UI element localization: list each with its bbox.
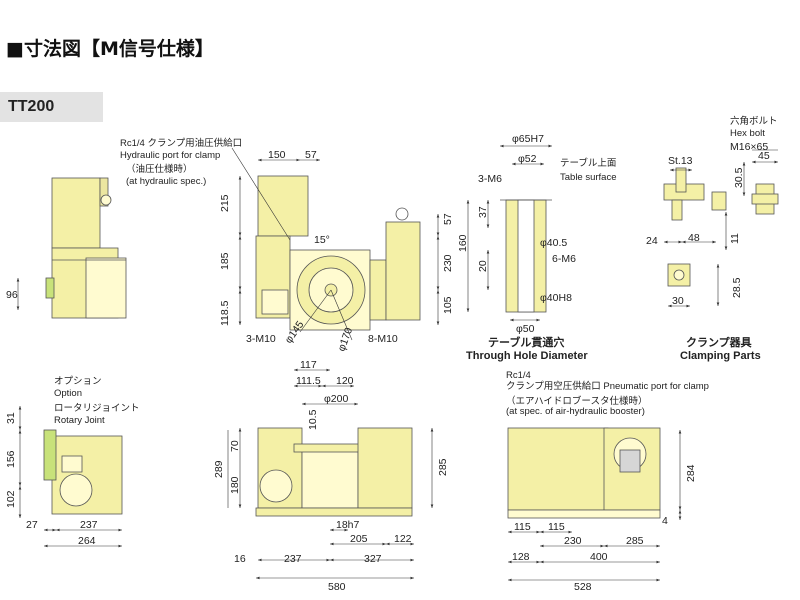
dim-label: 264 [78, 535, 96, 547]
dim-label: 18h7 [336, 519, 360, 531]
dim-label: 128 [512, 551, 530, 563]
dim-label: 285 [437, 458, 449, 476]
dim-label: 45 [758, 150, 770, 162]
dim-label: 150 [268, 149, 286, 161]
callout-text: Hydraulic port for clamp [120, 150, 220, 161]
dim-label: 11 [729, 233, 741, 244]
dim-label: φ40H8 [540, 292, 572, 304]
bottom-right-view [507, 427, 661, 519]
dim-label: 122 [394, 533, 412, 545]
dim-label: 118.5 [219, 300, 231, 326]
front-view-dims [238, 158, 440, 341]
dim-label: 4 [662, 515, 668, 527]
left-side-view [45, 177, 127, 319]
dim-label: 230 [564, 535, 582, 547]
dim-label: 15° [314, 234, 330, 246]
callout-text: Rc1/4 [506, 370, 531, 381]
bottom-right-dims [508, 430, 682, 582]
bottom-left-view [43, 429, 123, 515]
dim-label: 115 [548, 521, 565, 533]
dim-label: 528 [574, 581, 592, 593]
caption-clamping-en: Clamping Parts [680, 350, 761, 362]
bottom-center-view [255, 427, 413, 517]
dim-label: 285 [626, 535, 644, 547]
dim-label: 237 [80, 519, 98, 531]
dim-label: 30.5 [733, 167, 745, 188]
dim-label: 3-M10 [246, 333, 276, 345]
callout-text: テーブル上面 [560, 157, 616, 169]
dim-label: φ200 [324, 393, 348, 405]
dim-label: 156 [5, 450, 17, 468]
dim-label: 327 [364, 553, 382, 565]
dim-label: 24 [646, 235, 658, 247]
callout-text: (at spec. of air-hydraulic booster) [506, 406, 645, 417]
caption-clamping-jp: クランプ器具 [686, 335, 752, 349]
dim-label: 105 [442, 296, 454, 314]
dim-label: 180 [229, 476, 241, 494]
dim-label: 96 [6, 289, 18, 301]
dim-label: 102 [5, 490, 17, 508]
dim-label: 117 [300, 359, 317, 371]
dim-label: 185 [219, 252, 231, 270]
callout-text: （油圧仕様時） [126, 163, 193, 175]
dim-label: 215 [219, 194, 231, 212]
model-label: TT200 [8, 98, 55, 115]
callout-text: Hex bolt [730, 128, 765, 139]
clamping-parts [663, 167, 779, 287]
dim-label: 31 [5, 412, 17, 424]
bottom-center-dims [227, 368, 434, 580]
caption-through-hole-en: Through Hole Diameter [466, 350, 588, 362]
dim-label: 115 [514, 521, 531, 533]
dim-label: 48 [688, 232, 700, 244]
dim-label: 70 [229, 440, 241, 452]
dim-label: 57 [442, 213, 454, 225]
dim-label: 289 [213, 460, 225, 478]
dim-label: 27 [26, 519, 38, 531]
dim-label: 237 [284, 553, 302, 565]
dim-label: 230 [442, 254, 454, 272]
dim-label: M16×65 [730, 141, 768, 153]
caption-through-hole-jp: テーブル貫通穴 [488, 335, 564, 349]
dim-label: 37 [477, 206, 489, 218]
dim-label: St.13 [668, 155, 693, 167]
dim-label: 6-M6 [552, 253, 576, 265]
dim-label: 16 [234, 553, 246, 565]
clamping-dims [664, 149, 778, 308]
through-hole-view [500, 199, 552, 313]
bottom-left-dims [18, 406, 122, 548]
callout-text: クランプ用空圧供給口 Pneumatic port for clamp [506, 380, 709, 392]
leader-line [231, 147, 291, 241]
dim-label: 8-M10 [368, 333, 398, 345]
callout-text: Table surface [560, 172, 617, 183]
dim-label: 10.5 [307, 409, 319, 430]
dim-label: 160 [457, 234, 469, 252]
model-tab: TT200 [0, 92, 103, 122]
callout-text: Rc1/4 クランプ用油圧供給口 [120, 137, 242, 149]
callout-text: (at hydraulic spec.) [126, 176, 206, 187]
callout-text: （エアハイドロブースタ仕様時） [506, 395, 647, 407]
callout-text: オプション [54, 376, 102, 387]
callout-text: ロータリジョイント [54, 403, 140, 414]
dim-label: 3-M6 [478, 173, 502, 185]
dim-label: φ50 [516, 323, 535, 335]
dim-label: 284 [685, 464, 697, 482]
dim-label: φ40.5 [540, 237, 567, 249]
dim-label: 111.5 [296, 375, 321, 387]
dim-label: 580 [328, 581, 346, 593]
dim-label: 400 [590, 551, 608, 563]
dim-label: 30 [672, 295, 684, 307]
dim-label: 20 [477, 260, 489, 272]
callout-text: Rotary Joint [54, 415, 105, 426]
dim-label: 205 [350, 533, 368, 545]
callout-text: Option [54, 388, 82, 399]
dim-label: 120 [336, 375, 354, 387]
callout-text: 六角ボルト [730, 115, 778, 127]
dim-label: φ65H7 [512, 133, 544, 145]
dim-label: φ52 [518, 153, 537, 165]
page-title: ■寸法図【M信号仕様】 [6, 38, 214, 60]
dim-label: 28.5 [731, 277, 743, 298]
through-hole-dims [466, 144, 552, 322]
dim-label: 57 [305, 149, 317, 161]
